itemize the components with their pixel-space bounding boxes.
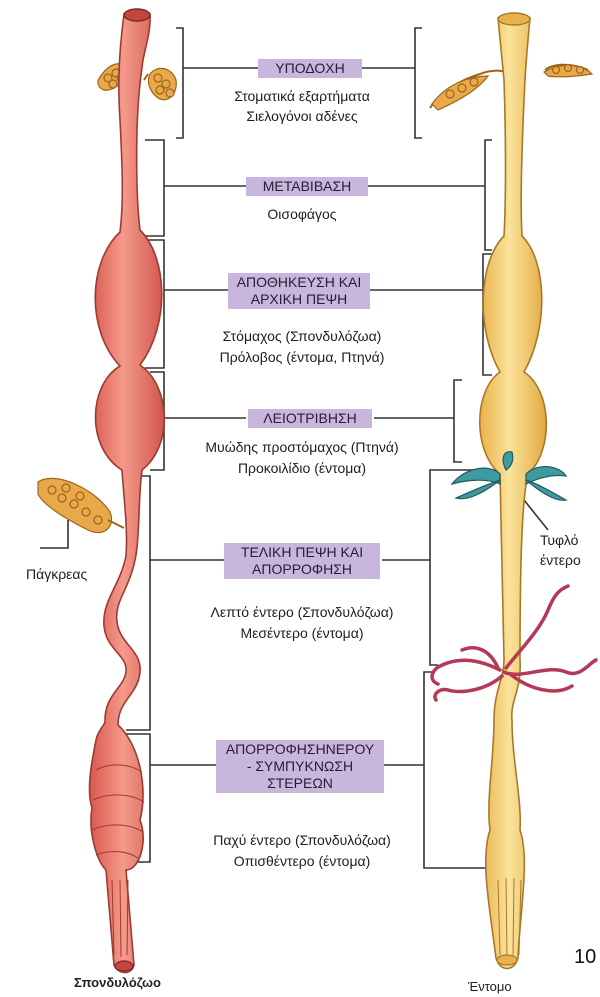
section-item: Μεσέντερο (έντομα) xyxy=(182,623,422,643)
pancreas-label: Πάγκρεας xyxy=(26,566,87,582)
section-item: Λεπτό έντερο (Σπονδυλόζωα) xyxy=(182,602,422,622)
section-title-intake: ΥΠΟΔΟΧΗ xyxy=(258,59,362,78)
section-title-transport: ΜΕΤΑΒΙΒΑΣΗ xyxy=(246,177,368,196)
section-title-absorption: ΤΕΛΙΚΗ ΠΕΨΗ ΚΑΙ ΑΠΟΡΡΟΦΗΣΗ xyxy=(224,543,380,579)
insect-label: Έντομο xyxy=(468,979,512,994)
section-item: Σιελογόνοι αδένες xyxy=(204,106,400,126)
section-item: Πρόλοβος (έντομα, Πτηνά) xyxy=(196,347,408,367)
section-title-water-absorption: ΑΠΟΡΡΟΦΗΣΗΝΕΡΟΥ - ΣΥΜΠΥΚΝΩΣΗ ΣΤΕΡΕΩΝ xyxy=(216,740,384,793)
caecum-label: Τυφλό έντερο xyxy=(540,530,581,570)
vertebrate-label: Σπονδυλόζωο xyxy=(74,975,161,990)
section-item: Στόμαχος (Σπονδυλόζωα) xyxy=(196,326,408,346)
section-item: Στοματικά εξαρτήματα xyxy=(204,86,400,106)
section-item: Μυώδης προστόμαχος (Πτηνά) xyxy=(182,437,422,457)
page-number: 10 xyxy=(574,946,596,969)
section-title-storage: ΑΠΟΘΗΚΕΥΣΗ ΚΑΙ ΑΡΧΙΚΗ ΠΕΨΗ xyxy=(228,273,370,309)
section-item: Οπισθέντερο (έντομα) xyxy=(182,851,422,871)
section-item: Προκοιλίδιο (έντομα) xyxy=(182,458,422,478)
section-item: Παχύ έντερο (Σπονδυλόζωα) xyxy=(182,830,422,850)
section-item: Οισοφάγος xyxy=(204,204,400,224)
section-title-grinding: ΛΕΙΟΤΡΙΒΗΣΗ xyxy=(248,409,372,428)
